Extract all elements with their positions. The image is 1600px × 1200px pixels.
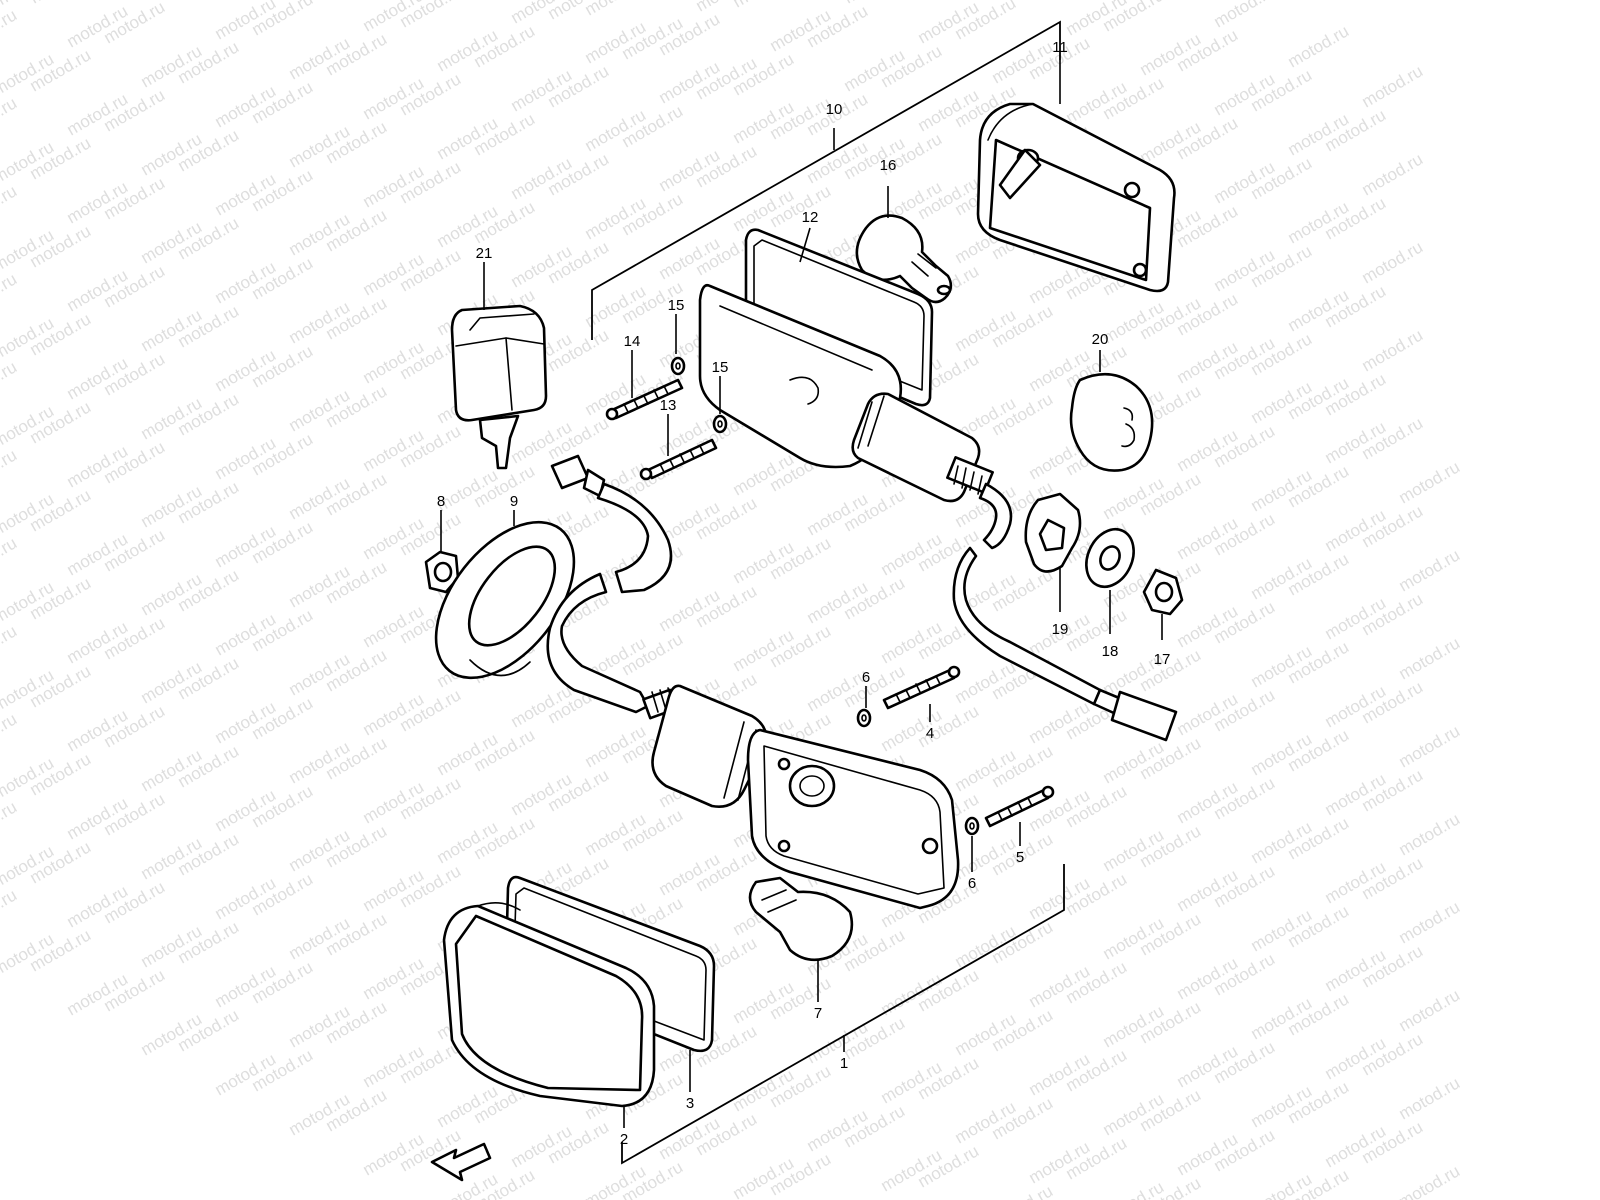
callout-20: 20	[1092, 331, 1109, 348]
callout-3: 3	[686, 1095, 694, 1112]
washer-part-15-lower	[712, 414, 728, 434]
watermark-text: motod.ru	[730, 0, 798, 11]
callout-15-lower: 15	[712, 359, 729, 376]
watermark-text: motod.ru	[582, 0, 650, 19]
watermark-text: motod.ru	[0, 357, 20, 407]
watermark-layer: motod.rumotod.rumotod.rumotod.rumotod.ru…	[0, 0, 1463, 1200]
watermark-text: motod.ru	[1396, 721, 1464, 771]
rear-lens-part-11	[976, 102, 1176, 293]
leader-lines	[440, 60, 1163, 1128]
watermark-text: motod.ru	[1396, 809, 1464, 859]
watermark-text: motod.ru	[0, 181, 20, 231]
watermark-text: motod.ru	[0, 93, 20, 143]
watermark-text: motod.ru	[0, 709, 20, 759]
wire-harness-right	[952, 546, 1178, 742]
callout-14: 14	[624, 333, 641, 350]
watermark-text: motod.ru	[1359, 61, 1427, 111]
watermark-text: motod.ru	[1396, 633, 1464, 683]
nut-part-17	[1142, 568, 1184, 616]
callout-12: 12	[802, 209, 819, 226]
screw-part-14	[605, 378, 684, 421]
callout-15-upper: 15	[668, 297, 685, 314]
watermark-text: motod.ru	[0, 445, 20, 495]
bulb-part-7	[748, 876, 854, 962]
callout-8: 8	[437, 493, 445, 510]
assembly-bracket-1	[621, 864, 1065, 1165]
watermark-text: motod.ru	[989, 1181, 1057, 1200]
callout-6-lower: 6	[968, 875, 976, 892]
watermark-text: motod.ru	[0, 885, 20, 935]
housing-part-10	[698, 284, 1013, 550]
washer-part-6-upper	[856, 708, 872, 728]
washer-part-18	[1085, 527, 1135, 589]
callout-1: 1	[840, 1055, 848, 1072]
callout-16: 16	[880, 157, 897, 174]
watermark-text: motod.ru	[1396, 457, 1464, 507]
screw-part-13	[639, 438, 718, 481]
watermark-text: motod.ru	[1396, 1073, 1464, 1123]
washer-part-6-lower	[964, 816, 980, 836]
callout-18: 18	[1102, 643, 1119, 660]
watermark-text: motod.ru	[1359, 149, 1427, 199]
callout-2: 2	[620, 1131, 628, 1148]
boot-part-20	[1069, 372, 1154, 472]
housing-part-1	[746, 728, 960, 910]
callout-19: 19	[1052, 621, 1069, 638]
washer-part-15-upper	[670, 356, 686, 376]
watermark-text: motod.ru	[841, 0, 909, 7]
watermark-text: motod.ru	[878, 0, 946, 3]
callout-4: 4	[926, 725, 934, 742]
lower-stalk	[642, 684, 768, 808]
watermark-text: motod.ru	[1359, 325, 1427, 375]
watermark-text: motod.ru	[1396, 545, 1464, 595]
callout-9: 9	[510, 493, 518, 510]
gasket-part-19	[1024, 492, 1082, 573]
forward-direction-arrow: FWD	[430, 1142, 492, 1182]
watermark-text: motod.ru	[0, 797, 20, 847]
watermark-text: motod.ru	[1396, 985, 1464, 1035]
screw-part-5	[984, 785, 1055, 828]
watermark-text: motod.ru	[1359, 237, 1427, 287]
watermark-text: motod.ru	[1100, 1177, 1168, 1200]
front-lens-part-2	[442, 902, 656, 1108]
watermark-text: motod.ru	[1396, 897, 1464, 947]
callout-7: 7	[814, 1005, 822, 1022]
assembly-bracket-10	[591, 20, 1061, 340]
callout-11: 11	[1052, 39, 1068, 56]
bulb-part-16	[855, 214, 953, 304]
callout-21: 21	[476, 245, 493, 262]
callout-13: 13	[660, 397, 677, 414]
watermark-text: motod.ru	[1211, 0, 1279, 31]
watermark-text: motod.ru	[1285, 21, 1353, 71]
callout-5: 5	[1016, 849, 1024, 866]
relay-part-21	[450, 304, 548, 470]
watermark-text: motod.ru	[0, 621, 20, 671]
callout-6-upper: 6	[862, 669, 870, 686]
callout-10: 10	[826, 101, 843, 118]
wire-harness-left	[546, 454, 673, 714]
nut-part-8	[424, 550, 460, 594]
watermark-text: motod.ru	[0, 269, 20, 319]
callout-labels: 1 2 3 4 5 6 6 7 8 9 10 11 12 13 14 15 15…	[437, 39, 1171, 1148]
watermark-text: motod.ru	[0, 5, 20, 55]
ring-part-9	[434, 520, 576, 680]
watermark-text: motod.ru	[1396, 1161, 1464, 1200]
watermark-text: motod.ru	[0, 533, 20, 583]
screw-part-4	[882, 665, 961, 710]
watermark-text: motod.ru	[27, 0, 95, 7]
callout-17: 17	[1154, 651, 1171, 668]
